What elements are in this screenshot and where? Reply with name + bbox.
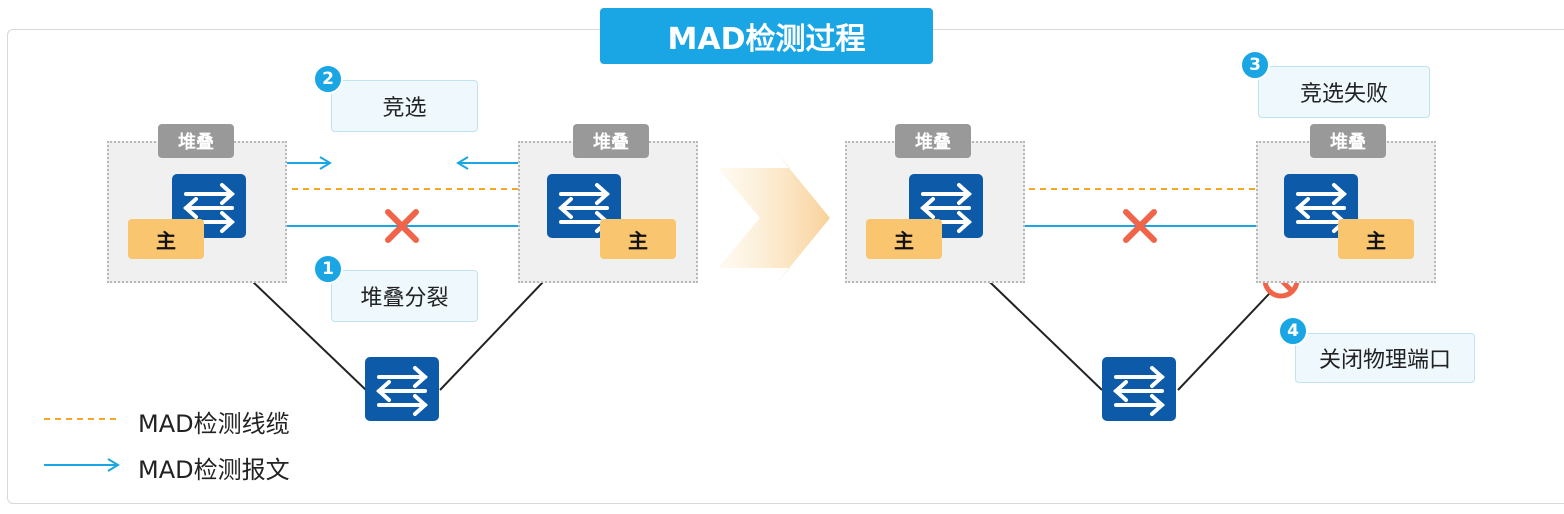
- stack-label: 堆叠: [573, 124, 649, 158]
- step-callout-stack-split: 堆叠分裂: [331, 270, 478, 322]
- cross-icon: [1123, 209, 1157, 243]
- step-number-badge: 4: [1278, 316, 1308, 346]
- master-badge: 主: [866, 219, 942, 259]
- cross-icon: [385, 209, 419, 243]
- stack-group-right-a: [845, 141, 1025, 283]
- diagram-title: MAD检测过程: [600, 8, 933, 64]
- switch-icon: [1102, 357, 1176, 421]
- switch-icon: [365, 357, 439, 421]
- step-callout-election: 竞选: [331, 80, 478, 132]
- stack-label: 堆叠: [895, 124, 971, 158]
- legend-packet-swatch: [44, 458, 120, 472]
- master-badge: 主: [600, 219, 676, 259]
- step-number-badge: 2: [313, 64, 343, 94]
- step-number-badge: 1: [313, 254, 343, 284]
- step-callout-shutdown-port: 关闭物理端口: [1295, 333, 1475, 383]
- stack-label: 堆叠: [1310, 124, 1386, 158]
- legend-cable-label: MAD检测线缆: [138, 410, 290, 438]
- legend-packet-label: MAD检测报文: [138, 456, 290, 484]
- master-badge: 主: [1338, 219, 1414, 259]
- stack-label: 堆叠: [158, 124, 234, 158]
- step-number-badge: 3: [1240, 50, 1270, 80]
- master-badge: 主: [128, 219, 204, 259]
- step-callout-election-failed: 竞选失败: [1258, 66, 1430, 118]
- chevron-arrow-icon: [718, 152, 830, 284]
